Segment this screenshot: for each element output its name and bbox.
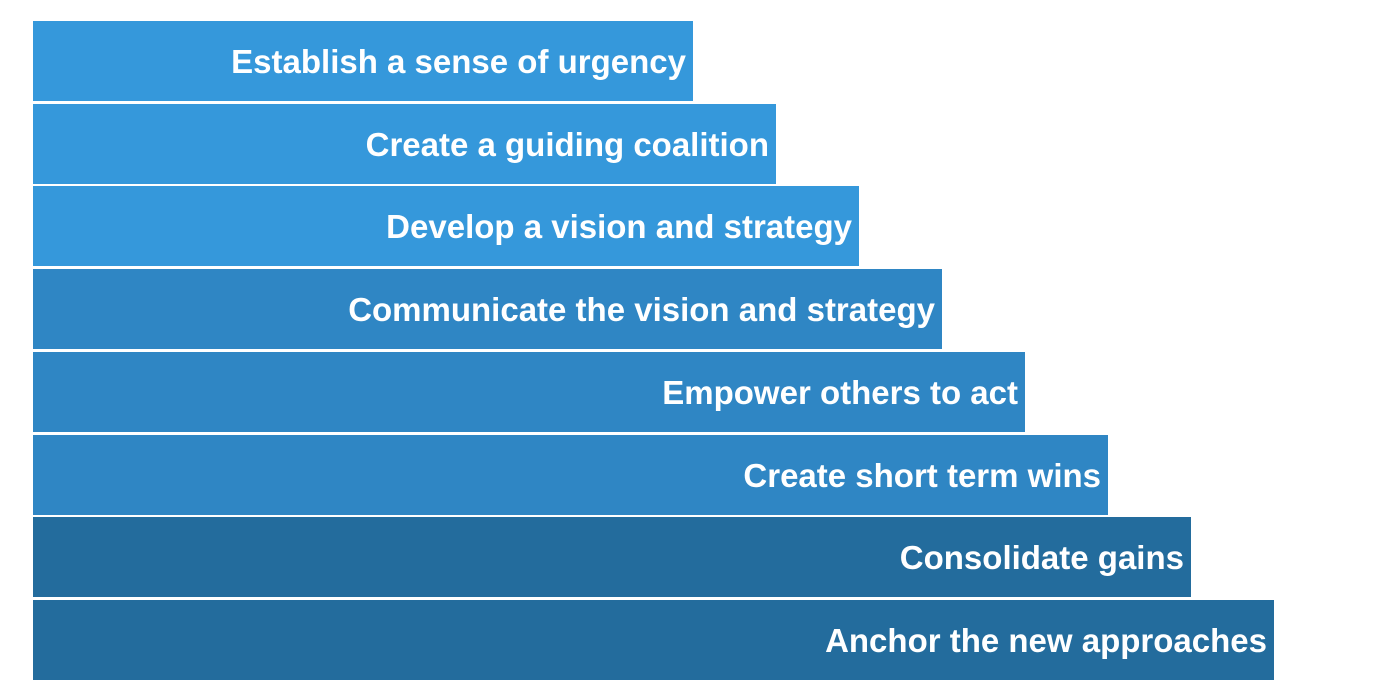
step-label: Create a guiding coalition xyxy=(365,125,769,163)
step-establish-urgency: Establish a sense of urgency xyxy=(33,21,693,101)
step-vision-strategy: Develop a vision and strategy xyxy=(33,186,859,266)
step-guiding-coalition: Create a guiding coalition xyxy=(33,104,776,184)
step-label: Anchor the new approaches xyxy=(825,621,1267,659)
step-label: Empower others to act xyxy=(662,373,1018,411)
step-short-term-wins: Create short term wins xyxy=(33,435,1108,515)
step-empower-others: Empower others to act xyxy=(33,352,1025,432)
step-label: Establish a sense of urgency xyxy=(231,42,686,80)
step-communicate-vision: Communicate the vision and strategy xyxy=(33,269,942,349)
step-label: Consolidate gains xyxy=(899,538,1184,576)
step-label: Create short term wins xyxy=(743,456,1101,494)
step-label: Communicate the vision and strategy xyxy=(348,290,935,328)
step-anchor-approaches: Anchor the new approaches xyxy=(33,600,1274,680)
step-consolidate-gains: Consolidate gains xyxy=(33,517,1191,597)
step-label: Develop a vision and strategy xyxy=(386,207,852,245)
